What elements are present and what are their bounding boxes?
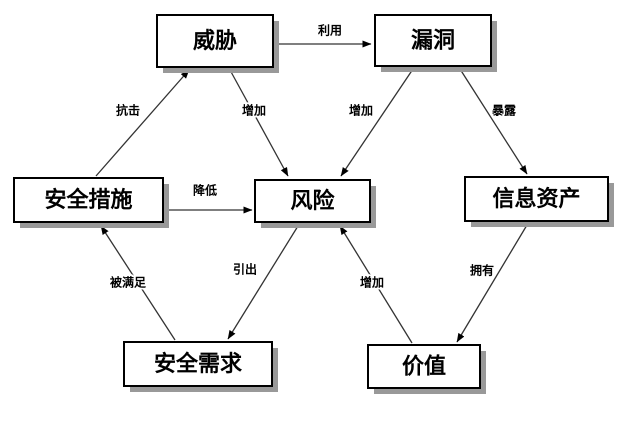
node-threat[interactable]: 威胁 (156, 14, 279, 73)
edge-label-halo-need-satisfied-by-control: 被满足 (110, 275, 146, 290)
edge-label-need-satisfied-by-control: 被满足 (110, 275, 146, 290)
edge-label-halo-control-resists-threat: 抗击 (116, 103, 140, 118)
node-label-need: 安全需求 (154, 351, 242, 377)
node-rect-value (367, 344, 481, 389)
node-label-threat: 威胁 (193, 28, 237, 54)
edge-label-halo-value-increases-risk: 增加 (360, 275, 384, 290)
edge-label-halo-control-reduces-risk: 降低 (193, 183, 217, 198)
node-rect-need (123, 341, 273, 387)
edge-label-threat-increases-risk: 增加 (242, 103, 266, 118)
edge-value-increases-risk (339, 225, 413, 344)
edge-need-satisfied-by-control (100, 225, 176, 341)
edge-vuln-exposes-asset (459, 68, 528, 175)
node-control[interactable]: 安全措施 (13, 177, 169, 228)
edge-label-control-resists-threat: 抗击 (116, 103, 140, 118)
node-vuln[interactable]: 漏洞 (374, 14, 497, 72)
node-rect-control (13, 177, 164, 223)
edge-label-threat-exploits-vuln: 利用 (318, 23, 342, 38)
node-rect-vuln (374, 14, 492, 67)
edge-label-value-increases-risk: 增加 (360, 275, 384, 290)
edge-label-halo-threat-increases-risk: 增加 (242, 103, 266, 118)
edges-layer (95, 40, 528, 344)
edge-label-halo-asset-has-value: 拥有 (470, 263, 494, 278)
edge-label-vuln-increases-risk: 增加 (349, 103, 373, 118)
node-asset[interactable]: 信息资产 (464, 176, 614, 227)
edge-label-vuln-exposes-asset: 暴露 (491, 104, 517, 118)
node-need[interactable]: 安全需求 (123, 341, 278, 392)
node-risk[interactable]: 风险 (254, 179, 376, 228)
edge-asset-has-value (456, 224, 528, 343)
node-rect-risk (254, 179, 371, 223)
node-label-asset: 信息资产 (492, 186, 580, 212)
edge-label-halo-vuln-increases-risk: 增加 (349, 103, 373, 118)
node-label-risk: 风险 (290, 188, 335, 214)
edge-threat-increases-risk (229, 69, 289, 177)
edge-label-risk-derives-need: 引出 (233, 262, 257, 277)
edge-label-halo-risk-derives-need: 引出 (233, 262, 257, 277)
node-rect-threat (156, 14, 274, 68)
edge-label-halo-threat-exploits-vuln: 利用 (318, 23, 342, 38)
edge-label-asset-has-value: 拥有 (470, 263, 494, 278)
node-label-vuln: 漏洞 (411, 28, 455, 54)
edge-vuln-increases-risk (340, 68, 414, 177)
edge-control-resists-threat (95, 69, 190, 177)
edge-label-control-reduces-risk: 降低 (193, 183, 217, 198)
edge-label-halo-vuln-exposes-asset: 暴露 (491, 104, 517, 118)
node-value[interactable]: 价值 (367, 344, 486, 394)
node-label-control: 安全措施 (44, 187, 132, 213)
node-label-value: 价值 (402, 354, 446, 380)
edge-labels-layer: 利用利用抗击抗击增加增加增加增加暴露暴露降低降低被满足被满足引出引出增加增加拥有… (108, 21, 519, 292)
node-rect-asset (464, 176, 609, 222)
edge-risk-derives-need (227, 225, 299, 340)
